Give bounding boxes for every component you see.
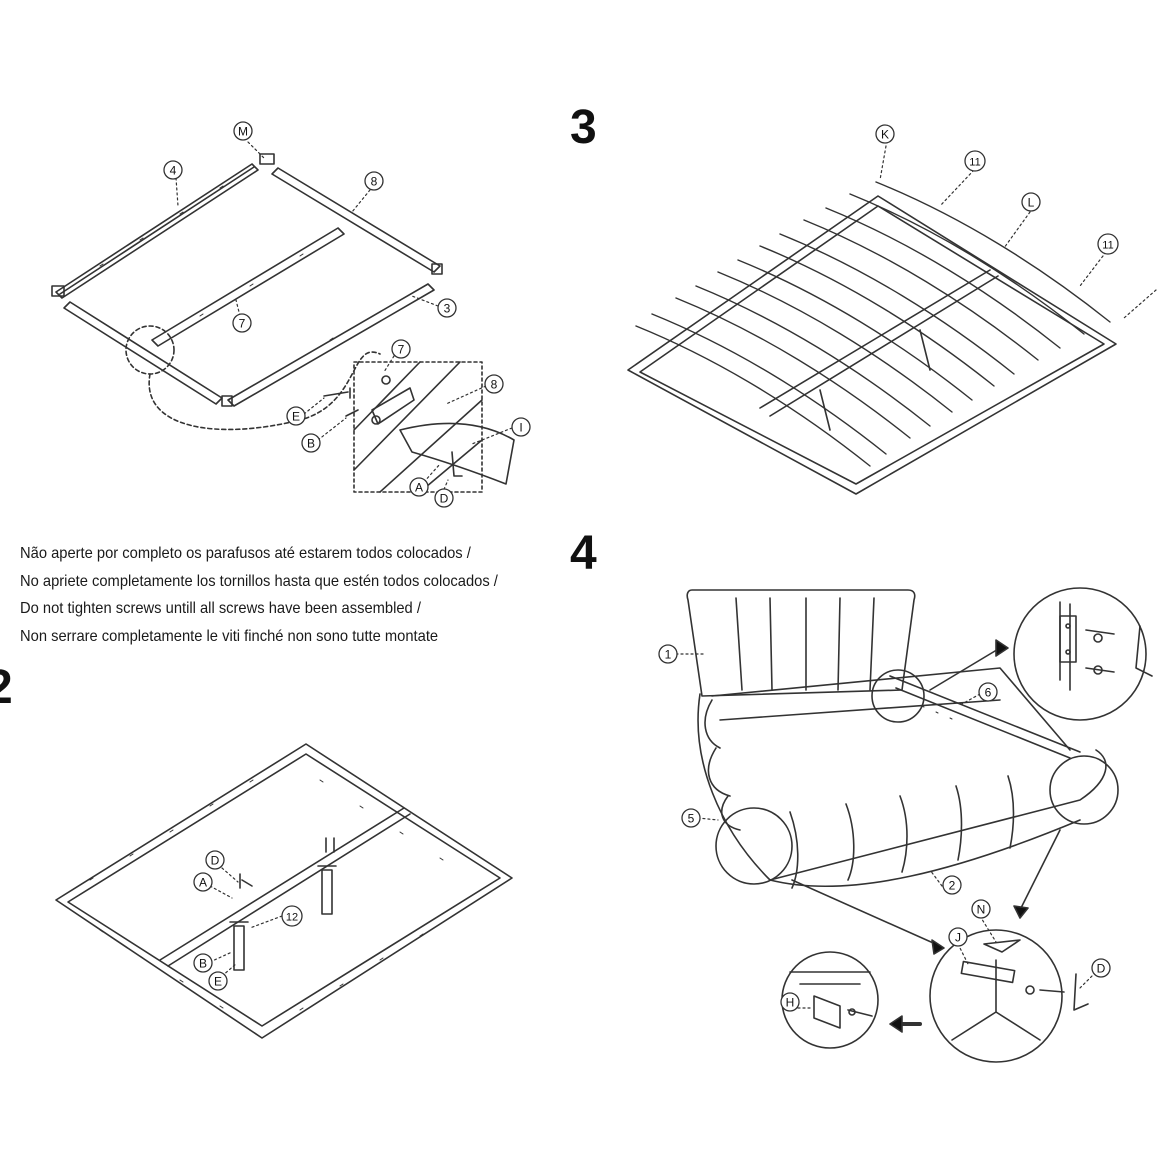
callout-circle [409,477,429,497]
callout-label-step1-2: 8 [371,175,378,189]
callout-circle [964,150,986,172]
callout-label-step2-2: 12 [286,912,298,924]
callout-circle [434,488,454,508]
callout-circle [286,406,306,426]
callout-label-step4-4: N [977,903,986,917]
callout-label-step4-3: 2 [949,879,956,893]
callout-circle [364,171,384,191]
callout-label-step1-7: E [292,410,300,424]
callout-circle [681,808,701,828]
callout-circle [163,160,183,180]
callout-circle [875,124,895,144]
callout-circle [971,899,991,919]
callout-label-step1-9: I [519,421,522,435]
callout-circle [978,682,998,702]
callout-circle [484,374,504,394]
callout-label-step2-3: B [199,957,207,971]
step2-frame-drawing [55,743,513,1039]
callout-circle [301,433,321,453]
callout-circle [511,417,531,437]
callout-label-step4-6: D [1097,962,1106,976]
callout-label-step3-1: 11 [969,157,980,169]
callout-circle [1097,233,1119,255]
callout-label-step2-0: D [211,854,220,868]
callout-label-step4-2: 5 [688,812,695,826]
callout-circle [948,927,968,947]
note-line-en: Do not tighten screws untill all screws … [20,600,421,617]
callout-circle [205,850,225,870]
callout-label-step4-1: 6 [985,686,992,700]
callout-circle [437,298,457,318]
note-line-es: No apriete completamente los tornillos h… [20,572,498,590]
step-number-3: 3 [570,101,597,154]
callout-circle [193,872,213,892]
callout-circle [658,644,678,664]
step-number-2: 2 [0,664,13,712]
callout-label-step1-3: 7 [239,317,246,331]
callout-circle [1091,958,1111,978]
tightening-note: Não aperte por completo os parafusos até… [20,540,535,650]
step4-bed-drawing [675,587,1153,1063]
step-number-4: 4 [570,527,597,580]
callout-label-step4-0: 1 [665,648,672,662]
callout-label-step4-7: H [786,996,795,1010]
callout-label-step3-0: K [881,128,889,142]
callout-circle [232,313,252,333]
callout-label-step2-1: A [199,876,207,890]
callout-label-step1-10: A [415,481,423,495]
callout-label-step3-2: L [1028,196,1035,210]
callout-circle [208,971,228,991]
step3-slats-drawing [627,145,1157,495]
step1-frame-drawing [51,141,515,495]
callout-label-step1-0: M [238,125,248,139]
callout-label-step4-5: J [955,931,961,945]
callout-label-step1-1: 4 [170,164,177,178]
callout-circle [193,953,213,973]
callout-circle [391,339,411,359]
callout-circle [780,992,800,1012]
callout-circle [942,875,962,895]
callout-label-step1-5: 7 [398,343,405,357]
note-line-pt: Não aperte por completo os parafusos até… [20,545,471,562]
callout-label-step1-11: D [440,492,449,506]
callout-circle [281,905,303,927]
callout-label-step3-3: 11 [1102,240,1113,252]
callout-label-step2-4: E [214,975,222,989]
callout-circle [1021,192,1041,212]
callout-label-step1-8: B [307,437,315,451]
callout-circle [233,121,253,141]
note-line-it: Non serrare completamente le viti finché… [20,627,439,645]
callout-label-step1-6: 8 [491,378,498,392]
callout-label-step1-4: 3 [444,302,451,316]
